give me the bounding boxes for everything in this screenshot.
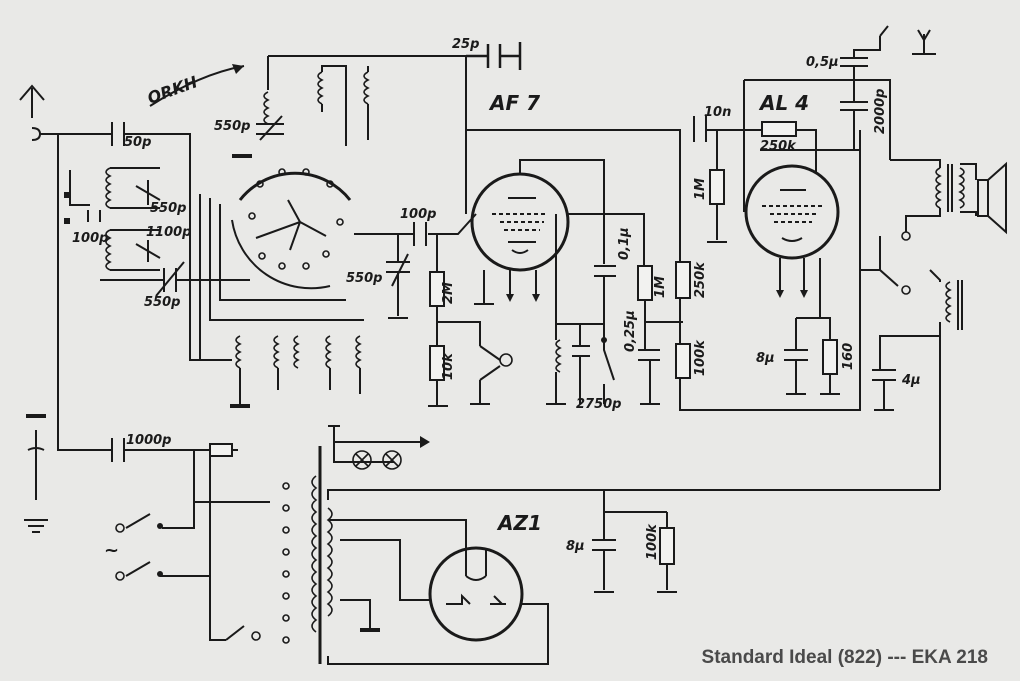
speaker-icon [960,161,1007,235]
label-550p-pad: 550p [144,295,180,310]
label-al4: AL 4 [758,91,809,115]
label-100k-a: 100k [693,339,708,376]
capacitor-50p: 50p [111,122,151,150]
earth-symbol [24,414,48,533]
resistor-10k: 10k [428,321,481,407]
label-0-5u: 0,5μ [806,55,839,70]
resistor-250k-b: 250k [760,121,817,172]
capacitor-0-25u: 0,25μ [623,310,660,405]
filter-choke [879,269,963,490]
dial-lamps [328,425,430,470]
label-1M-b: 1M [693,178,708,200]
mains-switches: ~ [104,450,270,641]
output-transformer [890,159,965,232]
capacitor-550p-trim: 550p [346,234,410,319]
capacitor-2000p: 2000p [840,89,888,150]
resistor-160: 160 [820,339,856,395]
label-2750p: 2750p [576,397,622,412]
tone-section: 2750p [546,214,622,412]
capacitor-100p-grid: 100p [400,207,436,246]
label-8u-filter: 8μ [566,539,585,554]
label-2000p: 2000p [873,89,888,135]
band-switch [231,154,352,290]
label-af7: AF 7 [488,91,540,115]
label-100k-b: 100k [645,523,660,560]
capacitor-0-5u: 0,5μ [806,25,889,102]
resistor-1M-a: 1M [637,265,668,350]
input-coils [64,167,161,271]
capacitor-0-1u: 0,1μ [594,227,632,324]
label-250k-a: 250k [693,261,708,298]
label-50p: 50p [124,135,151,150]
label-100p-osc: 100p [72,231,108,246]
tube-az1 [428,546,524,642]
capacitor-4u: 4μ [872,369,921,411]
label-1000p: 1000p [126,433,172,448]
speaker-switch [860,231,911,295]
capacitor-550p-pad: 550p [100,261,250,310]
rf-coil-block [199,194,364,408]
label-1M-a: 1M [653,276,668,298]
label-10k: 10k [441,352,456,380]
label-550p-osc: 550p [150,201,186,216]
tube-al4 [743,79,891,340]
resistor-100k-b: 100k [604,511,677,593]
label-mains: ~ [104,540,119,561]
label-10n: 10n [704,105,731,120]
capacitor-8u-cathode: 8μ [756,317,820,395]
label-250k-b: 250k [760,139,797,154]
label-4u: 4μ [901,373,921,388]
fuse [209,443,233,457]
label-25p: 25p [452,37,479,52]
resistor-1M-b: 1M [693,130,727,243]
label-550p-trim: 550p [346,271,382,286]
resistor-2M: 2M [429,234,456,346]
capacitor-10n: 10n [693,105,762,142]
power-transformer [282,446,940,665]
label-8u-cathode: 8μ [756,351,775,366]
resistor-250k-a: 250k [675,261,708,299]
capacitor-550p-tuning: 550p [214,115,284,141]
label-1100p: 1100p [146,225,192,240]
schematic-caption: Standard Ideal (822) --- EKA 218 [701,647,988,668]
tube-af7 [470,159,605,305]
label-550p-tuning: 550p [214,119,250,134]
label-az1: AZ1 [496,511,542,535]
label-160: 160 [841,343,856,370]
pickup-jack [470,345,513,405]
resistor-100k-a: 100k [645,321,708,379]
capacitor-1000p: 1000p [111,433,172,462]
capacitor-25p: 25p [452,37,522,70]
antenna-symbol [19,84,45,141]
label-100p-grid: 100p [400,207,436,222]
label-2M: 2M [441,282,456,304]
output-terminal [912,29,936,55]
label-0-25u: 0,25μ [623,310,638,352]
band-marker-orkh: ORKH [145,72,201,108]
capacitor-8u-filter: 8μ [566,490,616,593]
label-0-1u: 0,1μ [617,227,632,260]
